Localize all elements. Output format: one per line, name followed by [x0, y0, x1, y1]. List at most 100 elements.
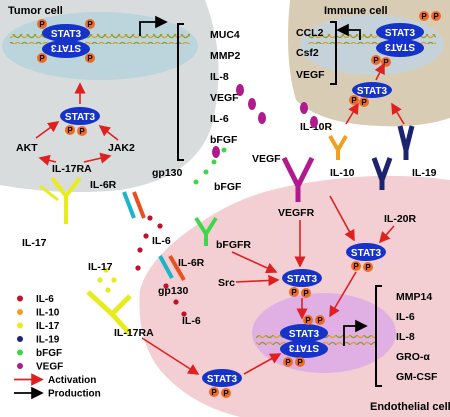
legend-item: Activation [14, 373, 96, 386]
phospho-label: P [353, 262, 359, 271]
phospho-label: P [305, 316, 311, 325]
activation-arrow [235, 274, 280, 287]
il17-ligands [97, 267, 117, 293]
il17-label-mid: IL-17 [88, 261, 113, 273]
immune-products-list: CCL2 Csf2 VEGF [296, 27, 325, 81]
legend-item: IL-17 [17, 321, 60, 332]
phospho-label: P [383, 58, 389, 67]
legend-swatch [17, 322, 23, 329]
activation-arrow [329, 271, 357, 318]
stat3-label: STAT3 [207, 374, 238, 385]
activation-arrow [38, 154, 57, 166]
legend-item: Production [14, 386, 101, 400]
endo-products-list: MMP14 IL-6 IL-8 GRO-α GM-CSF [396, 291, 438, 383]
il17ra-label: IL-17RA [52, 163, 92, 175]
legend-label: VEGF [36, 362, 63, 373]
product-il8-endo: IL-8 [396, 331, 415, 343]
legend-label: Production [48, 389, 101, 400]
product-il8: IL-8 [210, 71, 229, 83]
il10-receptor [328, 135, 348, 160]
product-il6-endo: IL-6 [396, 311, 415, 323]
il20r-label: IL-20R [384, 213, 417, 225]
legend-label: IL-19 [36, 335, 60, 346]
gp130-receptor-endo [168, 254, 186, 282]
product-il6: IL-6 [210, 113, 229, 125]
tumor-products-bracket [177, 23, 184, 161]
phospho-label: P [87, 54, 93, 63]
stat3-label: STAT3 [351, 248, 382, 259]
legend-item: VEGF [17, 362, 63, 373]
phospho-label: P [39, 20, 45, 29]
vegfr-receptor [281, 156, 315, 202]
legend-swatch [17, 336, 23, 342]
legend-label: IL-6 [36, 294, 54, 305]
activation-arrow [243, 353, 282, 375]
activation-arrow [35, 121, 60, 139]
vegf-label-mid: VEGF [252, 153, 281, 165]
il19-label: IL-19 [412, 167, 437, 179]
legend-item: IL-6 [17, 294, 54, 305]
phospho-label: P [373, 56, 379, 65]
bfgf-label-mid: bFGF [214, 181, 242, 193]
phospho-label: P [79, 127, 85, 136]
endo-stat3-dimer: STAT3 STAT3 P P P P [280, 315, 328, 367]
activation-arrow [231, 251, 278, 274]
vegf-ligands [212, 84, 318, 158]
endo-stat3-c: STAT3 P P [202, 369, 242, 398]
stat3-label: STAT3 [385, 28, 416, 39]
il10r-label: IL-10R [300, 121, 333, 133]
legend-item: IL-10 [17, 308, 60, 319]
legend-item: IL-19 [17, 335, 60, 346]
stat3-label: STAT3 [51, 29, 82, 40]
bfgfr-label: bFGFR [216, 239, 251, 251]
il6-label-mid-b: IL-6 [182, 315, 201, 327]
immune-cell-title: Immune cell [324, 5, 388, 17]
product-vegf: VEGF [210, 92, 239, 104]
bfgf-ligands [193, 147, 227, 185]
activation-arrow [391, 102, 405, 125]
phospho-label: P [211, 388, 217, 397]
stat3-label: STAT3 [357, 86, 388, 97]
phospho-label: P [39, 54, 45, 63]
il17ra-receptor-endo [86, 290, 132, 336]
phospho-label: P [361, 98, 367, 107]
il6r-label: IL-6R [90, 179, 117, 191]
bfgfr-receptor [194, 216, 218, 246]
activation-arrow [345, 102, 359, 125]
legend-label: bFGF [36, 348, 62, 359]
il6-ligands [135, 215, 187, 317]
endo-stat3-b: STAT3 P P [346, 243, 386, 272]
stat3-label: STAT3 [287, 274, 318, 285]
gp130-receptor-tumor [132, 191, 146, 219]
endo-production-arrow [343, 319, 368, 346]
il20r-receptor [371, 157, 393, 190]
legend-swatch [17, 363, 23, 369]
product-muc4: MUC4 [210, 29, 240, 41]
phospho-label: P [223, 389, 229, 398]
il6-label-mid-a: IL-6 [152, 235, 171, 247]
tumor-cell-title: Tumor cell [8, 5, 63, 17]
phospho-label: P [365, 263, 371, 272]
legend-swatch [17, 295, 23, 302]
src-label: Src [218, 277, 235, 289]
phospho-label: P [285, 358, 291, 367]
il6r-receptor-endo [158, 255, 174, 279]
product-bfgf: bFGF [210, 134, 238, 146]
legend-label: Activation [48, 375, 96, 386]
il6r-receptor-tumor [122, 191, 136, 219]
endo-stat3-a: STAT3 P P [282, 269, 322, 298]
product-csf2: Csf2 [296, 47, 319, 59]
tumor-dna [10, 34, 190, 44]
phospho-label: P [317, 316, 323, 325]
product-vegf-immune: VEGF [296, 69, 325, 81]
immune-products-bracket [330, 21, 337, 85]
phospho-label: P [421, 12, 427, 21]
il17-label-tumor: IL-17 [22, 237, 47, 249]
legend-swatch [17, 309, 23, 315]
stat3-label: STAT3 [288, 342, 319, 353]
phospho-label: P [291, 288, 297, 297]
product-ccl2: CCL2 [296, 27, 324, 39]
phospho-label: P [67, 126, 73, 135]
product-gro-alpha: GRO-α [396, 351, 430, 363]
